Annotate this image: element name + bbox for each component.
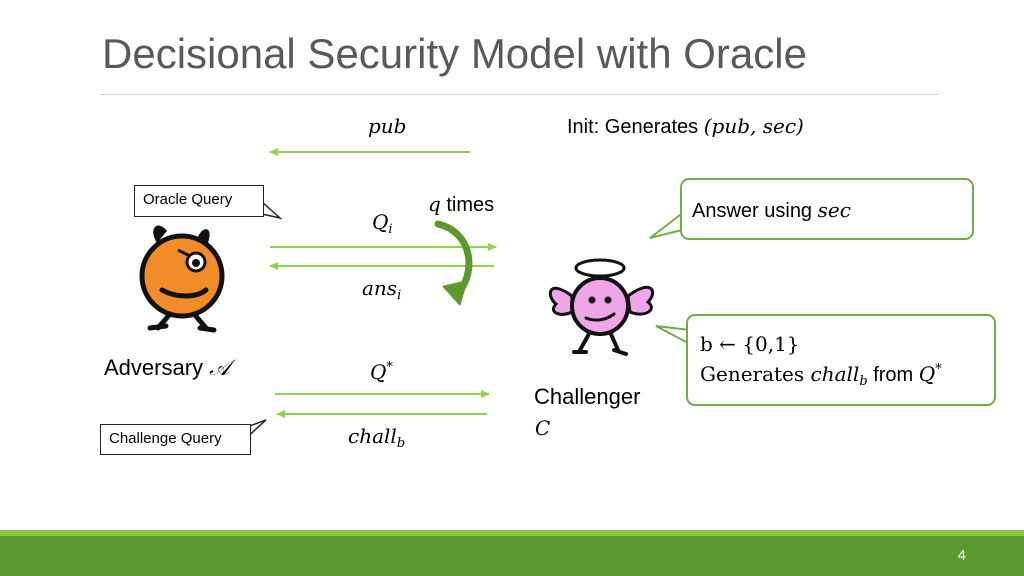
- adversary-text: Adversary: [104, 355, 210, 380]
- answer-math: sec: [817, 198, 851, 222]
- init-prefix: Init: Generates: [567, 116, 704, 138]
- gen-chall-sub: b: [859, 374, 868, 389]
- init-math: (pub, sec): [703, 114, 804, 138]
- pub-label: pub: [368, 114, 407, 138]
- answer-prefix: Answer using: [692, 200, 818, 222]
- challenge-query-label: Q*: [370, 360, 393, 384]
- answer-callout: Answer using sec: [680, 178, 974, 240]
- answer-main: ans: [362, 276, 398, 300]
- oracle-query-bubble: Oracle Query: [134, 185, 264, 217]
- angel-icon: [548, 258, 654, 356]
- oracle-bubble-tail: [261, 201, 283, 220]
- challenge-response-sub: b: [396, 436, 406, 451]
- gen-from: from: [867, 364, 919, 386]
- query-main: Q: [372, 210, 389, 234]
- generate-line: Generates challb from Q*: [700, 362, 942, 389]
- times-text: times: [440, 194, 495, 216]
- title-divider: [100, 94, 938, 95]
- slide-title: Decisional Security Model with Oracle: [102, 30, 807, 77]
- gen-callout-tail: [655, 325, 691, 345]
- challenge-response-main: chall: [348, 424, 397, 448]
- q-times-label: q times: [428, 192, 494, 217]
- challenge-query-bubble: Challenge Query: [100, 424, 251, 455]
- b-line: b ← {0,1}: [700, 332, 800, 356]
- init-text: Init: Generates (pub, sec): [567, 114, 804, 139]
- devil-icon: [139, 225, 225, 333]
- adversary-label: Adversary 𝒜: [104, 355, 230, 381]
- gen-q-sup: *: [935, 362, 942, 377]
- gen-prefix: Generates: [700, 362, 811, 386]
- challenge-response-label: challb: [348, 424, 405, 451]
- adversary-symbol: 𝒜: [209, 356, 230, 381]
- footer-accent: [0, 530, 1024, 536]
- footer-bar: [0, 536, 1024, 576]
- answer-callout-text: Answer using sec: [692, 198, 851, 223]
- challenger-symbol: C: [535, 416, 551, 440]
- query-sub: i: [388, 222, 393, 237]
- gen-chall-main: chall: [810, 362, 860, 386]
- answer-label: ansi: [362, 276, 401, 303]
- page-number: 4: [957, 547, 966, 564]
- challenge-query-main: Q: [370, 360, 387, 384]
- answer-sub: i: [397, 288, 402, 303]
- gen-q-main: Q: [918, 362, 936, 386]
- q-var: q: [428, 192, 441, 216]
- query-label: Qi: [372, 210, 393, 237]
- challenger-label: Challenger: [534, 384, 641, 409]
- generate-callout: b ← {0,1} Generates challb from Q*: [686, 314, 996, 406]
- challenge-query-sup: *: [386, 360, 393, 375]
